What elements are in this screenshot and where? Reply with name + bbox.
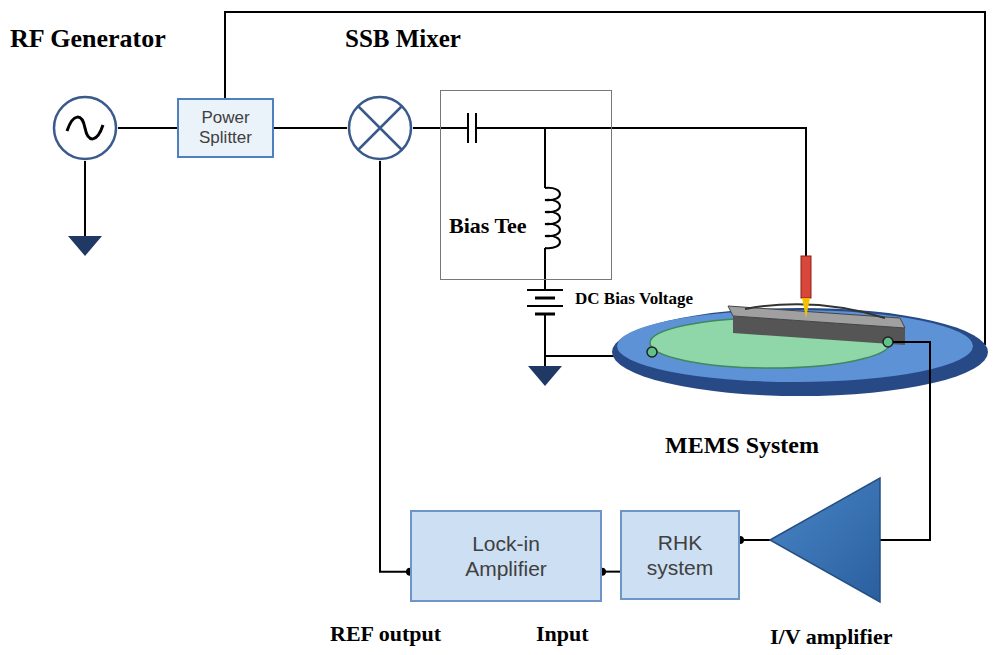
stage-disk (612, 308, 988, 396)
signal-connector (413, 128, 440, 129)
contact-pad (647, 347, 657, 357)
signal-connector (118, 128, 177, 129)
ground-symbol (68, 236, 102, 256)
ground-wire (84, 161, 86, 236)
node-heading: I/V amplifier (770, 625, 892, 649)
mixer-circle-outline (347, 95, 413, 161)
generator-circle-outline (52, 95, 118, 161)
signal-connector (736, 536, 770, 544)
node-heading: RF Generator (10, 25, 166, 54)
signal-connector (274, 128, 347, 129)
wire (544, 248, 546, 290)
node-heading: SSB Mixer (345, 25, 461, 53)
connector-line (380, 161, 410, 572)
instrument-box: RHK system (620, 510, 740, 600)
battery-plate (527, 289, 563, 291)
wire (544, 128, 546, 188)
process-box: Power Splitter (177, 98, 274, 158)
mixer-cross (358, 106, 402, 150)
amplifier-triangle-outline (770, 478, 880, 602)
signal-connector (380, 161, 414, 576)
sine-symbol (67, 117, 103, 139)
probe-body (801, 256, 811, 298)
probe-needle (802, 298, 810, 318)
bias-tee-circuit (440, 113, 806, 290)
ground-symbol (528, 366, 562, 386)
box-label: Lock-in Amplifier (446, 531, 566, 581)
signal-wire (880, 342, 930, 540)
port-label: REF output (330, 622, 441, 646)
generator-circle (54, 97, 116, 159)
connector-line (413, 127, 440, 129)
amplifier-triangle (770, 478, 880, 602)
box-label: Bias Tee (449, 214, 527, 238)
connector-line (118, 127, 177, 129)
generator-circle: RF Generator (52, 95, 118, 161)
connector-line (274, 127, 347, 129)
instrument-box: Lock-in Amplifier (410, 510, 602, 602)
battery-plate (535, 297, 555, 300)
mems-system (612, 304, 988, 396)
battery-plate (527, 305, 563, 307)
stage-wire (225, 12, 985, 345)
box-label: RHK system (635, 530, 725, 580)
box-label: Power Splitter (183, 108, 268, 149)
generator-ground (68, 161, 102, 256)
contact-pad (883, 337, 893, 347)
port-label: Input (536, 622, 589, 646)
mixer-circle (349, 97, 411, 159)
voltage-label: DC Bias Voltage (575, 290, 693, 309)
capacitor-symbol (467, 113, 469, 143)
probe-tip (801, 256, 811, 318)
system-label: MEMS System (665, 432, 819, 458)
inductor-symbol (545, 188, 560, 248)
beam-bridge (745, 304, 885, 318)
wire (440, 127, 468, 129)
connector-line (740, 539, 770, 541)
bias-tee-box: Bias Tee (440, 90, 612, 280)
amplifier-triangle: I/V amplifier (770, 478, 880, 602)
mixer-circle: SSB Mixer (347, 95, 413, 161)
